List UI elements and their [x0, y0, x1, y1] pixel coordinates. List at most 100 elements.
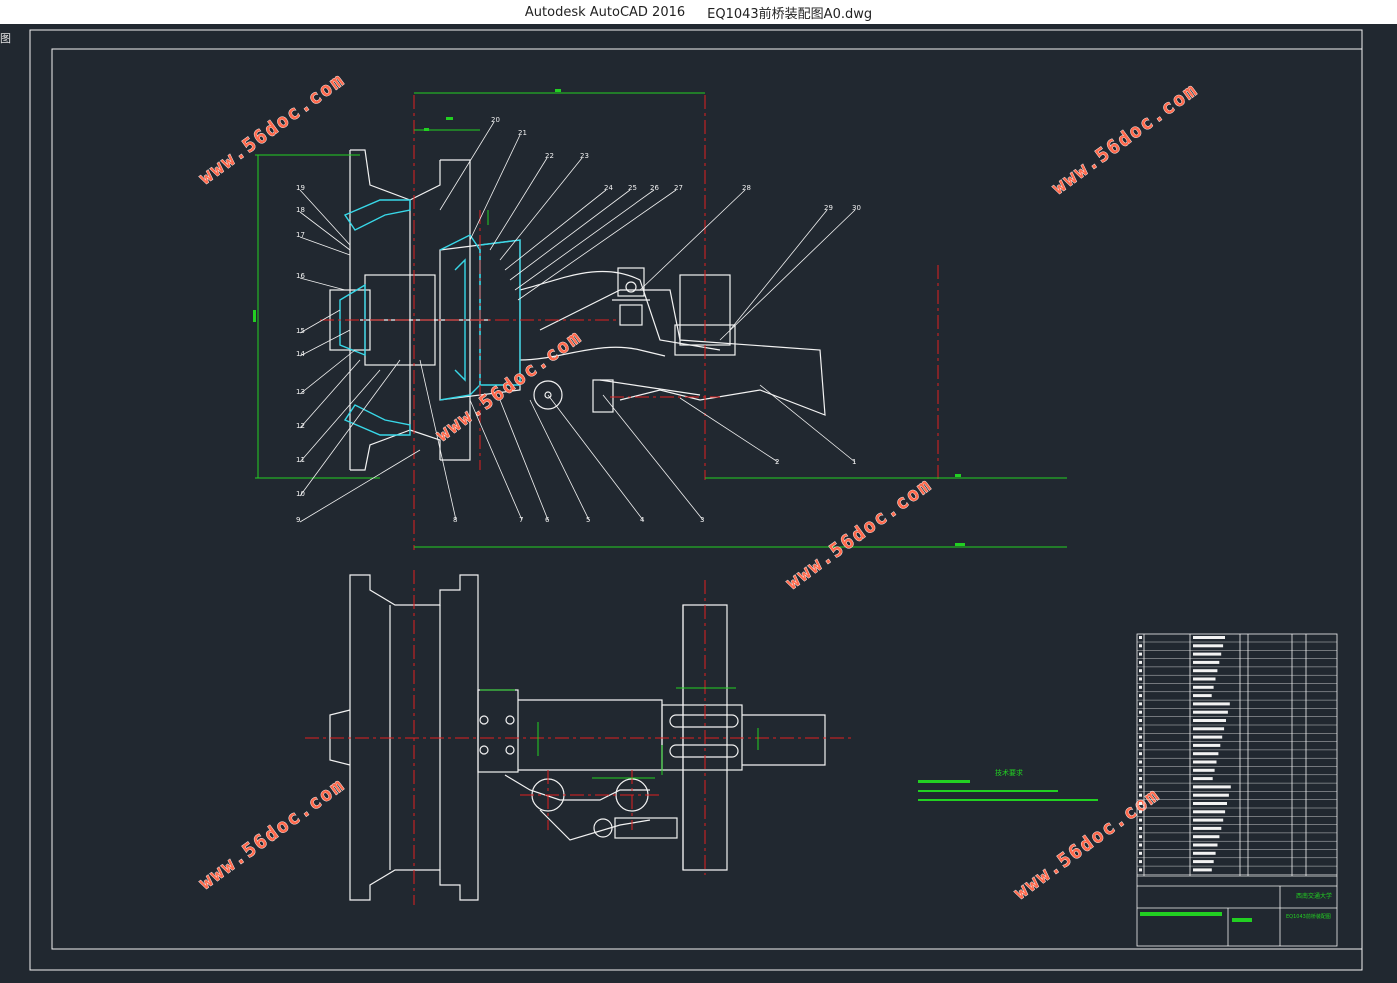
parts-list-index: [1139, 835, 1142, 839]
parts-list-index: [1139, 777, 1142, 781]
leader-number-bottom: 6: [545, 516, 550, 524]
parts-list-index: [1139, 843, 1142, 847]
leader-number-top: 27: [674, 184, 683, 192]
parts-list-cell: [1193, 702, 1230, 706]
leader-number-top: 30: [852, 204, 861, 212]
parts-list-cell: [1193, 760, 1217, 764]
parts-list-index: [1139, 644, 1142, 648]
parts-list-index: [1139, 826, 1142, 830]
parts-list-cell: [1193, 868, 1212, 872]
leader-number-top: 29: [824, 204, 833, 212]
title-block-drawing-name: EQ1043前桥装配图: [1286, 913, 1331, 920]
leader-number-left: 13: [296, 388, 305, 396]
parts-list-cell: [1193, 843, 1218, 847]
leader-number-left: 16: [296, 272, 305, 280]
leader-number-left: 10: [296, 490, 305, 498]
parts-list-index: [1139, 768, 1142, 772]
leader-number-left: 17: [296, 231, 305, 239]
parts-list-cell: [1193, 727, 1225, 731]
parts-list-cell: [1193, 768, 1215, 772]
parts-list-index: [1139, 636, 1142, 639]
parts-list-index: [1139, 727, 1142, 731]
parts-list-index: [1139, 752, 1142, 756]
parts-list-cell: [1193, 743, 1221, 747]
parts-list-index: [1139, 818, 1142, 822]
parts-list-index: [1139, 710, 1142, 714]
tech-requirements-title: 技术要求: [995, 768, 1023, 777]
leader-lines: [299, 121, 856, 523]
parts-list-index: [1139, 810, 1142, 814]
parts-list-cell: [1193, 752, 1219, 756]
watermark-text: www.56doc.com: [432, 326, 586, 446]
title-block-school: 西南交通大学: [1296, 892, 1332, 900]
leader-number-top: 28: [742, 184, 751, 192]
leader-number-left: 15: [296, 327, 305, 335]
dimension-lines-top: [255, 92, 1067, 548]
parts-list-index: [1139, 793, 1142, 797]
corner-glyph: 图: [0, 32, 11, 45]
leader-number-left: 12: [296, 422, 305, 430]
parts-list-cell: [1193, 677, 1216, 681]
leader-number-top: 24: [604, 184, 613, 192]
title-block: [1136, 633, 1338, 947]
leader-number-bottom: 4: [640, 516, 645, 524]
parts-list-index: [1139, 652, 1142, 656]
inner-frame: [51, 48, 1363, 950]
parts-list-index: [1139, 868, 1142, 872]
parts-list-index: [1139, 785, 1142, 789]
leader-number-bottom: 1: [852, 458, 856, 466]
leader-number-left: 11: [296, 456, 305, 464]
parts-list-index: [1139, 669, 1142, 673]
parts-list-cell: [1193, 793, 1229, 797]
parts-list-cell: [1193, 652, 1222, 656]
file-name: EQ1043前桥装配图A0.dwg: [707, 6, 873, 22]
parts-list-cell: [1193, 685, 1214, 689]
parts-list-cell: [1193, 777, 1213, 781]
leader-number-top: 25: [628, 184, 637, 192]
parts-list-cell: [1193, 851, 1216, 855]
watermark-text: www.56doc.com: [782, 474, 936, 594]
parts-list-cell: [1193, 785, 1231, 789]
leader-number-bottom: 7: [519, 516, 523, 524]
leader-number-bottom: 3: [700, 516, 704, 524]
parts-list-index: [1139, 851, 1142, 855]
center-lines-top: [320, 95, 939, 550]
parts-list-index: [1139, 677, 1142, 681]
leader-number-left: 19: [296, 184, 305, 192]
watermark-text: www.56doc.com: [195, 774, 349, 894]
app-name: Autodesk AutoCAD 2016: [524, 4, 686, 20]
parts-list-index: [1139, 860, 1142, 864]
parts-list-cell: [1193, 735, 1223, 739]
leader-number-bottom: 2: [775, 458, 779, 466]
parts-list-index: [1139, 694, 1142, 698]
parts-list-index: [1139, 802, 1142, 805]
leader-number-left: 18: [296, 206, 305, 214]
dimension-text-top: [253, 89, 965, 546]
parts-list-cell: [1193, 719, 1226, 722]
leader-number-top: 21: [518, 129, 527, 137]
watermarks: www.56doc.com www.56doc.com www.56doc.co…: [195, 68, 1203, 904]
parts-list-index: [1139, 685, 1142, 689]
parts-list-text: [1139, 636, 1231, 872]
parts-list-cell: [1193, 636, 1225, 639]
watermark-text: www.56doc.com: [195, 69, 349, 189]
parts-list-index: [1139, 735, 1142, 739]
parts-list-cell: [1193, 660, 1220, 664]
parts-list-cell: [1193, 835, 1220, 839]
dimension-lines-bottom: [480, 687, 759, 779]
parts-list-cell: [1193, 860, 1214, 864]
parts-list-index: [1139, 719, 1142, 722]
parts-list-index: [1139, 702, 1142, 706]
parts-list-index: [1139, 743, 1142, 747]
center-lines-bottom: [305, 570, 855, 905]
leader-number-top: 26: [650, 184, 659, 192]
leader-number-top: 22: [545, 152, 554, 160]
parts-list-cell: [1193, 710, 1228, 714]
parts-list-index: [1139, 660, 1142, 664]
leader-number-bottom: 5: [586, 516, 590, 524]
parts-list-index: [1139, 760, 1142, 764]
parts-list-cell: [1193, 826, 1222, 830]
